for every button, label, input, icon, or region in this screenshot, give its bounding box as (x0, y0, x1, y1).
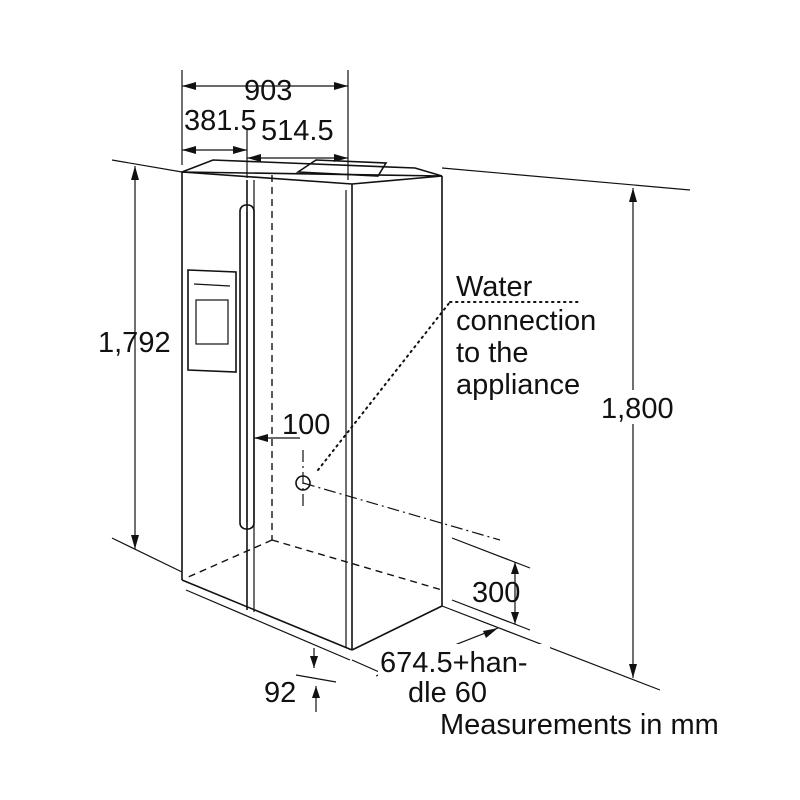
arrow-514-right (334, 154, 348, 162)
left-height-dimension: 1,792 (98, 159, 183, 573)
hose-height-label: 300 (472, 577, 520, 609)
ext-line-300-bottom (451, 599, 531, 631)
top-width-dimensions: 903 381.5 514.5 (181, 70, 349, 180)
height-door-label: 1,792 (98, 327, 171, 359)
fridge-front-bottom-edge (181, 579, 353, 651)
height-total-label-bg (600, 390, 680, 424)
water-label-line1: Water (456, 271, 533, 303)
arrow-92-top (310, 656, 318, 668)
depth-label-bg (378, 644, 550, 710)
fridge-top-front-edge (181, 171, 353, 185)
water-label-line4: appliance (456, 369, 580, 401)
arrow-92-bottom (312, 686, 320, 698)
ext-line-top-right (441, 167, 691, 191)
back-left-bottom-edge (185, 539, 273, 579)
ext-line-300-top (451, 537, 531, 569)
water-dispenser-panel (193, 283, 231, 287)
door-handle (239, 204, 255, 530)
arrow-903-left (182, 82, 196, 90)
width-right-label: 514.5 (261, 115, 334, 147)
arrow-381-right (233, 146, 247, 154)
water-connection-leader (317, 301, 451, 471)
fridge-base-plinth (185, 589, 351, 661)
fridge-side-bottom-edge (351, 605, 443, 651)
ext-line-bottom-right (441, 605, 661, 691)
top-hinge-cover (295, 159, 388, 177)
arrow-1800-bottom (629, 664, 637, 678)
arrow-depth-right (483, 628, 498, 638)
depth-label-line1: 674.5+han- (380, 647, 528, 679)
ext-line-92 (295, 674, 337, 683)
hose-offset-label: 100 (282, 409, 330, 441)
door-gap-dimension: 92 (264, 648, 337, 712)
hose-height-dimension: 300 (451, 537, 531, 631)
height-total-label: 1,800 (601, 393, 674, 425)
refrigerator (181, 159, 443, 661)
water-connection (295, 301, 583, 541)
hidden-edges (185, 175, 443, 591)
water-connection-centerline (302, 482, 501, 541)
ext-line-bottom-left (111, 537, 183, 573)
units-note: Measurements in mm (440, 709, 719, 741)
arrow-100-left (254, 434, 268, 442)
arrow-300-bottom (511, 612, 519, 624)
arrow-1800-top (629, 188, 637, 202)
back-bottom-edge (271, 539, 443, 591)
arrow-514-left (247, 154, 261, 162)
door-gap-label: 92 (264, 677, 296, 709)
depth-label-line2: dle 60 (408, 677, 487, 709)
right-height-dimension: 1,800 (441, 167, 691, 691)
depth-dimension: 674.5+han- dle 60 (351, 627, 550, 710)
width-left-label: 381.5 (184, 105, 257, 137)
ext-line-top-left (111, 159, 183, 173)
width-total-label: 903 (244, 75, 292, 107)
hose-offset-dimension: 100 (254, 409, 330, 442)
water-label-line3: to the (456, 337, 529, 369)
arrow-381-left (182, 146, 196, 154)
fridge-top-side-edge (351, 175, 443, 185)
arrow-1792-bottom (131, 535, 139, 549)
arrow-300-top (511, 562, 519, 574)
water-connection-text: Water connection to the appliance (456, 271, 596, 401)
arrow-1792-top (131, 166, 139, 180)
water-dispenser (187, 269, 237, 373)
arrow-903-right (334, 82, 348, 90)
water-dispenser-recess (195, 299, 229, 345)
water-label-line2: connection (456, 305, 596, 337)
